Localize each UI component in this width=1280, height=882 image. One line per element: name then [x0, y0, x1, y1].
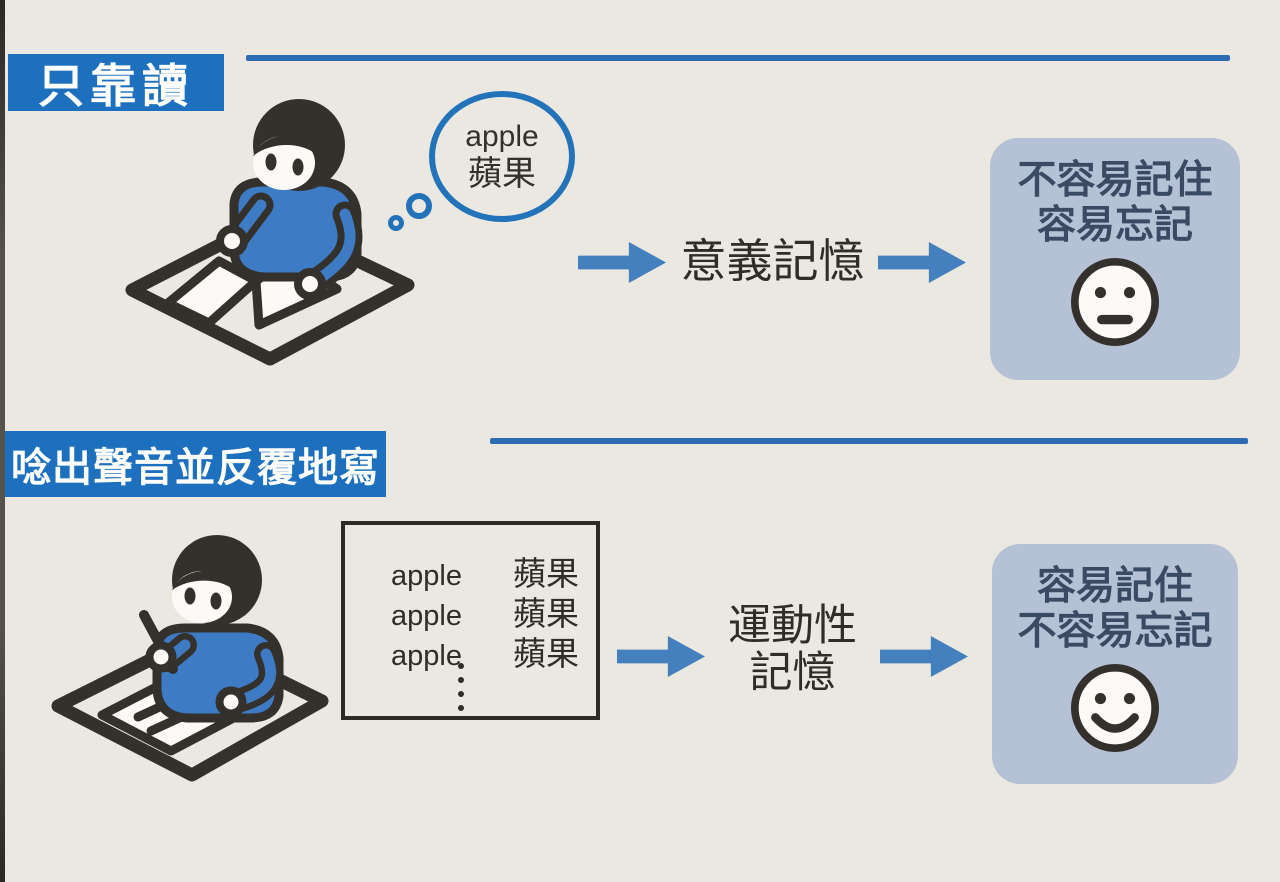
thought-word-chinese: 蘋果 [468, 155, 536, 193]
practice-word-english: apple [391, 600, 462, 632]
writing-practice-box: apple 蘋果 apple 蘋果 apple 蘋果 [341, 521, 600, 720]
section-divider-line-top [246, 55, 1230, 61]
arrow-right-icon [879, 635, 969, 678]
thought-bubble-dot-small [388, 215, 404, 231]
result-text-line: 不容易記住 [1017, 159, 1213, 202]
reading-person-icon [125, 99, 415, 366]
arrow-right-icon [577, 241, 667, 284]
result-text-line: 不容易忘記 [1017, 610, 1213, 653]
section-divider-line-bottom [490, 438, 1248, 444]
memory-type-label-semantic: 意義記憶 [680, 235, 865, 287]
thought-bubble: apple 蘋果 [429, 91, 575, 222]
section-heading-read-only: 只靠讀 [8, 54, 224, 112]
thought-bubble-dot-large [406, 193, 432, 219]
practice-word-chinese: 蘋果 [513, 555, 579, 592]
neutral-face-icon [1070, 257, 1160, 347]
smiley-face-icon [1070, 663, 1160, 753]
memory-type-line: 運動性 [728, 602, 857, 650]
practice-word-english: apple [391, 560, 462, 592]
practice-row: apple 蘋果 [391, 587, 579, 632]
practice-word-chinese: 蘋果 [513, 635, 579, 672]
practice-row: apple 蘋果 [391, 627, 579, 672]
arrow-right-icon [616, 635, 706, 678]
result-text-line: 容易忘記 [1036, 204, 1193, 247]
practice-word-english: apple [391, 640, 462, 672]
result-box-hard-to-remember: 不容易記住 容易忘記 [990, 138, 1240, 380]
practice-word-chinese: 蘋果 [513, 595, 579, 632]
memory-type-line: 記憶 [749, 649, 836, 697]
section-heading-speak-and-write: 唸出聲音並反覆地寫 [5, 431, 386, 497]
writing-person-icon [51, 535, 329, 782]
result-text-line: 容易記住 [1036, 565, 1193, 608]
memory-type-label-motor: 運動性 記憶 [710, 603, 875, 697]
thought-word-english: apple [465, 120, 539, 153]
vertical-ellipsis-icon [458, 663, 464, 711]
result-box-easy-to-remember: 容易記住 不容易忘記 [992, 544, 1238, 784]
practice-row: apple 蘋果 [391, 547, 579, 592]
arrow-right-icon [877, 241, 967, 284]
practice-rows: apple 蘋果 apple 蘋果 apple 蘋果 [391, 547, 579, 672]
page-edge-shadow [0, 0, 5, 882]
